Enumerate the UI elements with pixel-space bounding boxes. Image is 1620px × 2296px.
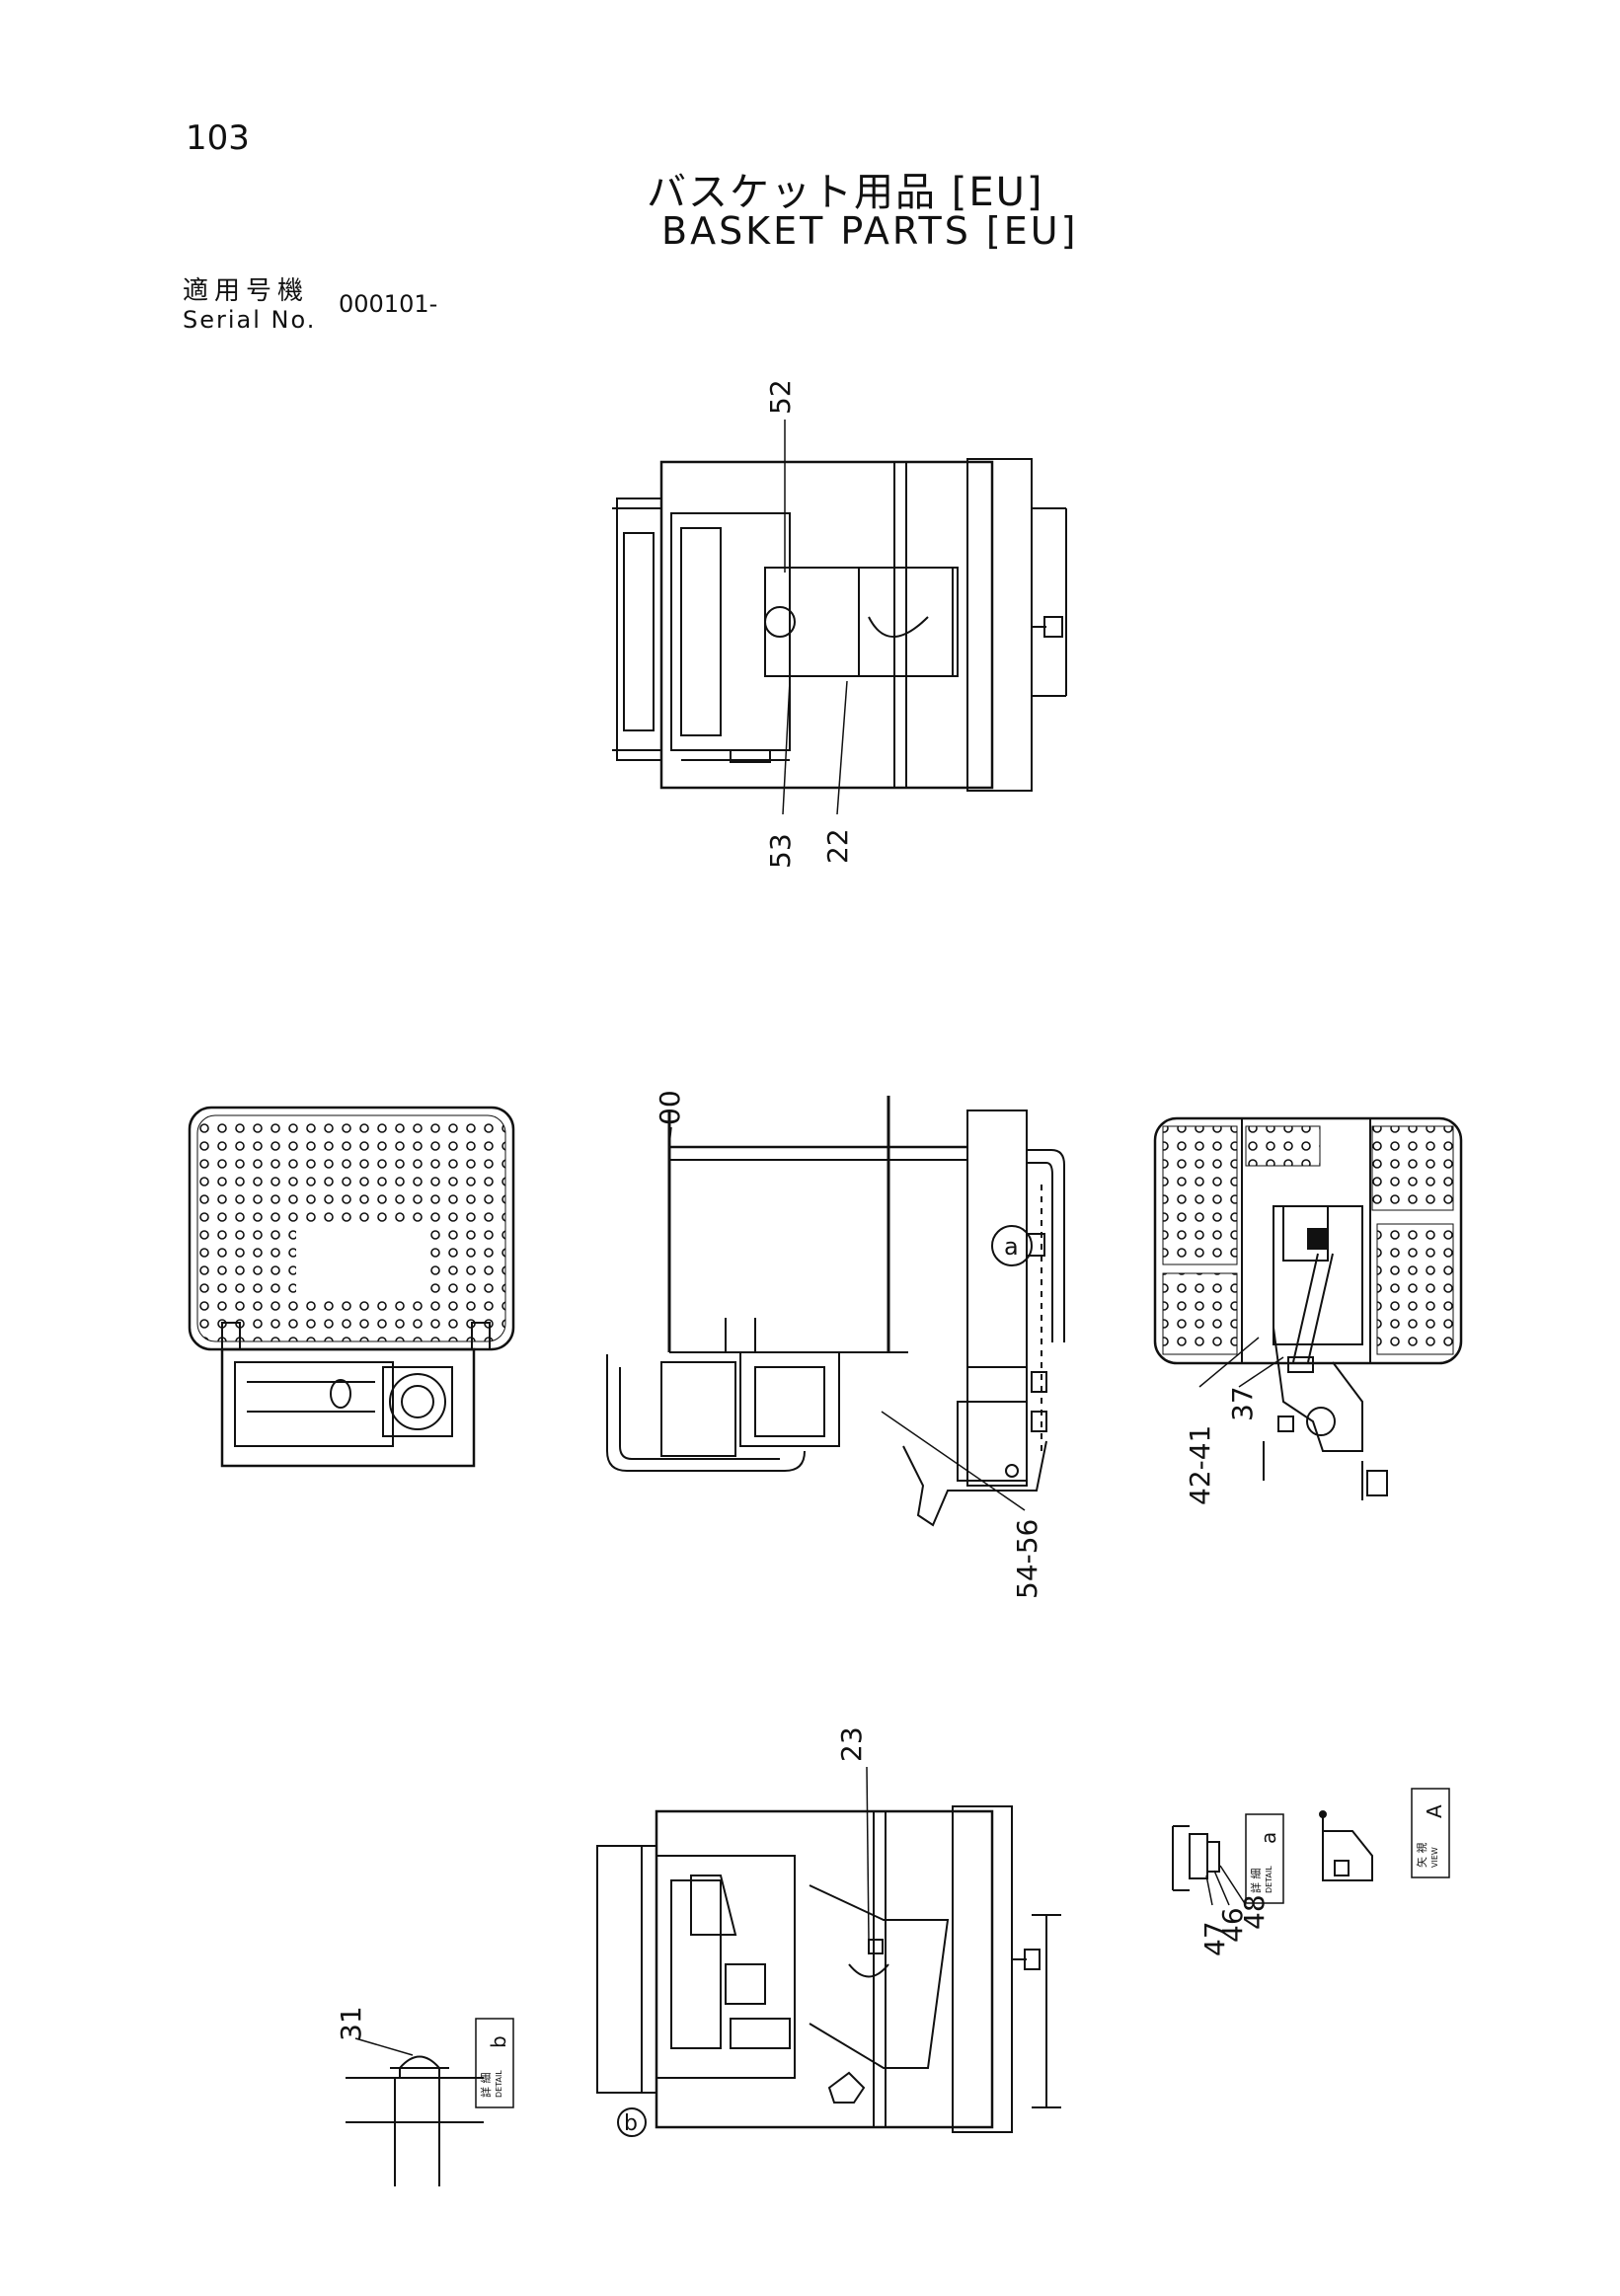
- serial-value: 000101-: [339, 290, 438, 318]
- page-title-jp: バスケット用品 [EU]: [647, 170, 1044, 215]
- side-view-leaders: [668, 1126, 1026, 1511]
- top-view-leaders: [782, 420, 848, 815]
- callout-52: 52: [764, 379, 797, 415]
- right-plan-drawing: [1153, 1116, 1463, 1500]
- basket-plan-drawing: [188, 1106, 515, 1468]
- svg-text:詳 細: 詳 細: [1249, 1869, 1263, 1894]
- callout-53: 53: [764, 833, 797, 869]
- view-a-tag: 矢 視 VIEW A: [1411, 1788, 1450, 1878]
- svg-text:DETAIL: DETAIL: [495, 2070, 503, 2098]
- page-number: 103: [186, 118, 250, 158]
- svg-text:詳 細: 詳 細: [479, 2073, 493, 2099]
- serial-label-en: Serial No.: [183, 306, 317, 334]
- svg-text:a: a: [1257, 1832, 1280, 1844]
- lower-view-leaders: [866, 1766, 870, 1941]
- callout-46: 46: [1216, 1907, 1249, 1943]
- callout-23: 23: [835, 1726, 868, 1762]
- top-view-drawing: [612, 458, 1067, 792]
- page-title-en: BASKET PARTS [EU]: [661, 209, 1079, 253]
- detail-a-tag: 詳 細 DETAIL a: [1245, 1813, 1284, 1904]
- circle-a-label: a: [1004, 1233, 1019, 1261]
- svg-text:b: b: [487, 2035, 510, 2048]
- detail-b-drawing: [346, 2055, 484, 2186]
- callout-42-41: 42-41: [1184, 1425, 1216, 1505]
- callout-47: 47: [1198, 1921, 1231, 1956]
- detail-a-drawing: [1172, 1825, 1220, 1891]
- callout-37: 37: [1226, 1386, 1259, 1421]
- circle-b-label: b: [624, 2111, 638, 2136]
- side-view-drawing: [606, 1096, 1065, 1527]
- callout-54-56: 54-56: [1011, 1519, 1043, 1599]
- callout-48: 48: [1238, 1894, 1271, 1930]
- callout-31: 31: [335, 2006, 367, 2041]
- svg-text:DETAIL: DETAIL: [1265, 1866, 1273, 1893]
- view-a-drawing: [1319, 1810, 1373, 1881]
- callout-00: 00: [654, 1090, 686, 1125]
- serial-label-jp: 適用号機: [183, 276, 310, 306]
- lower-view-drawing: [596, 1805, 1061, 2137]
- callout-22: 22: [821, 828, 854, 864]
- svg-text:VIEW: VIEW: [1430, 1847, 1439, 1868]
- svg-text:A: A: [1423, 1804, 1446, 1818]
- detail-b-tag: 詳 細 DETAIL b: [475, 2018, 514, 2108]
- svg-text:矢 視: 矢 視: [1415, 1843, 1428, 1869]
- right-plan-leaders: [1198, 1337, 1284, 1388]
